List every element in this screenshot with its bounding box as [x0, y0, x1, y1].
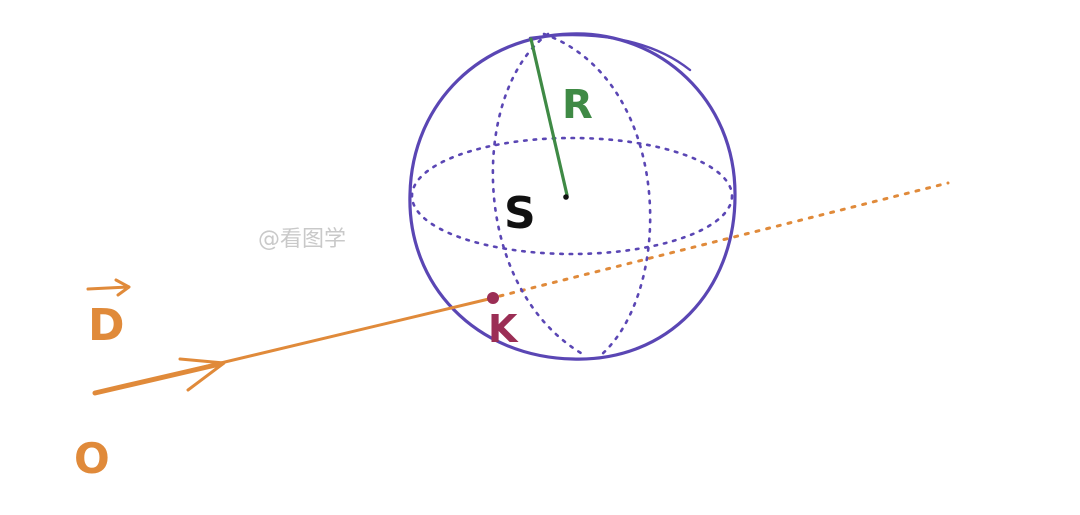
- direction-label: D: [88, 300, 125, 351]
- sphere-equator-dotted: [410, 136, 734, 256]
- watermark-text: @看图学: [258, 227, 346, 252]
- radius-line: [529, 37, 569, 197]
- ray-extension-dotted: [498, 181, 950, 298]
- direction-vector-arrow: [86, 278, 131, 297]
- ray-arrowhead: [178, 357, 226, 392]
- intersection-label: K: [488, 307, 519, 351]
- sphere-meridian-right-dotted: [542, 32, 652, 358]
- sphere-meridian-left-dotted: [491, 32, 588, 358]
- radius-label: R: [562, 82, 593, 128]
- sphere-outline: [408, 32, 737, 361]
- center-label: S: [504, 188, 536, 239]
- origin-label: O: [74, 434, 110, 483]
- sphere-outline-overstroke: [528, 33, 692, 72]
- intersection-point: [487, 292, 499, 304]
- center-point: [563, 194, 569, 200]
- ray-thick-start: [92, 361, 223, 396]
